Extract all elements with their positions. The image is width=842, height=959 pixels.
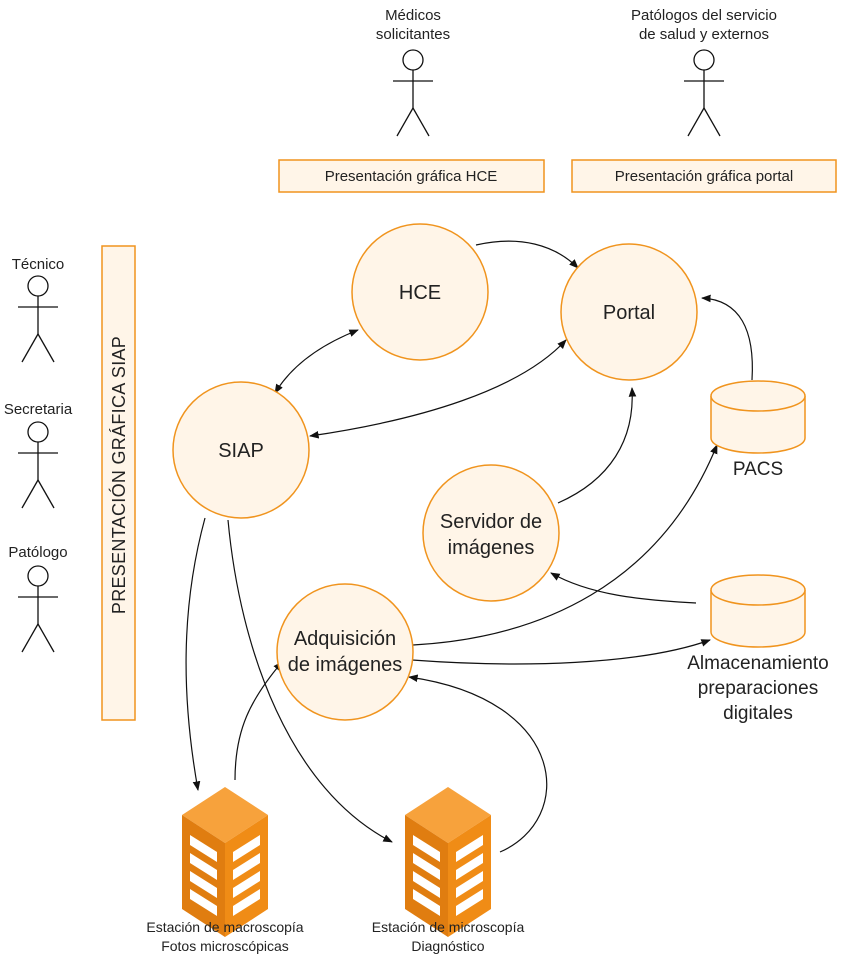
edge-siap-macro: [185, 517, 206, 791]
presentacion-portal-label: Presentación gráfica portal: [615, 168, 793, 185]
node-adquisicion-imagenes: [276, 583, 414, 721]
presentacion-hce-box: [278, 159, 545, 193]
edge-siap-micro: [227, 519, 393, 843]
edge-adquisicion-almacenamiento: [411, 639, 711, 665]
presentacion-siap-label: PRESENTACIÓN GRÁFICA SIAP: [108, 336, 129, 614]
almacenamiento-database-icon: [710, 574, 806, 648]
node-servidor-imagenes: [422, 464, 560, 602]
edge-macro-adquisicion: [234, 661, 283, 781]
node-portal: [560, 243, 698, 381]
actor-patologos-icon: [683, 49, 725, 137]
presentacion-hce-label: Presentación gráfica HCE: [325, 168, 498, 185]
edge-hce-portal: [475, 240, 579, 269]
actor-medicos-icon: [392, 49, 434, 137]
presentacion-siap-bar: [101, 245, 136, 721]
actor-secretaria-icon: [17, 421, 59, 509]
node-siap-label: SIAP: [218, 440, 264, 462]
edge-almacenamiento-servidor: [550, 572, 697, 604]
pacs-database-icon: [710, 380, 806, 454]
node-siap: [172, 381, 310, 519]
edge-micro-adquisicion: [408, 674, 548, 853]
node-portal-label: Portal: [603, 302, 655, 324]
actor-tecnico-icon: [17, 275, 59, 363]
edge-pacs-portal: [701, 294, 753, 381]
edge-hce-siap: [274, 329, 359, 394]
edge-adquisicion-pacs: [412, 444, 718, 646]
presentacion-portal-box: [571, 159, 837, 193]
actor-label-secretaria: Secretaria: [4, 401, 73, 418]
node-hce: [351, 223, 489, 361]
node-hce-label: HCE: [399, 282, 441, 304]
estacion-microscopia-server-icon: [405, 787, 491, 937]
actor-patologo-icon: [17, 565, 59, 653]
actor-label-patologo: Patólogo: [8, 544, 67, 561]
edge-servidor-portal: [557, 387, 637, 504]
pacs-label: PACS: [733, 459, 783, 480]
edge-siap-portal: [309, 339, 567, 439]
estacion-macroscopia-server-icon: [182, 787, 268, 937]
actor-label-tecnico: Técnico: [12, 256, 65, 273]
